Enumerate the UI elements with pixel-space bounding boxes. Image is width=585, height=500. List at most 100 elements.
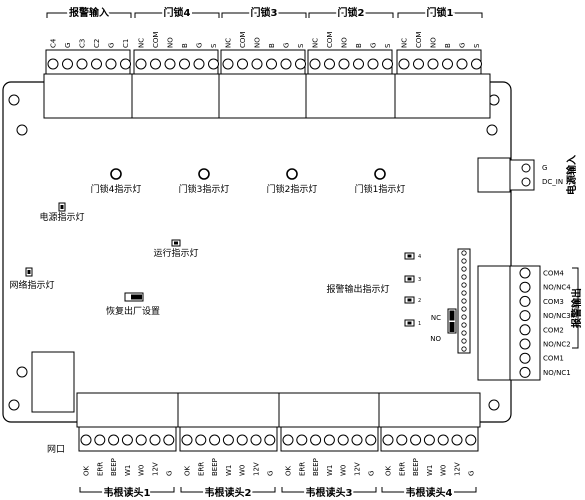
terminal-pin-label: G xyxy=(64,43,72,48)
terminal-screw xyxy=(398,58,410,70)
terminal-pin-label: COM xyxy=(239,32,247,48)
terminal-screw xyxy=(382,434,394,446)
terminal-pin-label: G xyxy=(370,43,378,48)
alarm-led-number: 3 xyxy=(418,277,421,283)
terminal-pin-label: 12V xyxy=(454,462,462,476)
group-bracket xyxy=(180,487,276,493)
terminal-screw xyxy=(250,434,262,446)
terminal-pin-label: W0 xyxy=(138,465,146,476)
alarm-output-pin-label: NO/NC2 xyxy=(543,341,571,349)
terminal-pin-label: ERR xyxy=(298,462,306,476)
terminal-pin-label: G xyxy=(266,471,274,476)
terminal-pin-label: S xyxy=(210,43,218,48)
network-port-label: 网口 xyxy=(47,444,65,455)
mount-hole xyxy=(16,366,28,378)
power-led-label: 电源指示灯 xyxy=(39,211,84,223)
terminal-pin-label: G xyxy=(467,471,475,476)
power-input-connector: G DC_IN 电源输入 xyxy=(477,155,578,195)
terminal-pin-label: BEEP xyxy=(312,458,320,476)
terminal-pin-label: COM xyxy=(152,32,160,48)
alarm-output-connector: COM4NO/NC4COM3NO/NC3COM2NO/NC2COM1NO/NC1… xyxy=(477,265,583,381)
header-pin xyxy=(461,346,467,352)
terminal-screw xyxy=(423,434,435,446)
header-pin xyxy=(461,258,467,264)
terminal-pin-label: W1 xyxy=(225,465,233,476)
terminal-pin-label: B xyxy=(181,43,189,48)
top-group-title: 门锁1 xyxy=(427,6,454,19)
terminal-pin-label: G xyxy=(459,43,467,48)
header-pin xyxy=(461,266,467,272)
terminal-pin-label: B xyxy=(355,43,363,48)
terminal-pin-label: G xyxy=(196,43,204,48)
terminal-screw xyxy=(150,58,161,70)
terminal-pin-label: 12V xyxy=(354,462,362,476)
terminal-pin-label: OK xyxy=(83,465,91,476)
door-led-label: 门锁1指示灯 xyxy=(355,183,406,195)
terminal-screw xyxy=(309,58,321,70)
terminal-screw xyxy=(456,58,468,70)
terminal-pin-label: B xyxy=(444,43,452,48)
nc-no-jumper-block: NC NO xyxy=(430,248,471,354)
terminal-screw xyxy=(367,58,379,70)
terminal-pin-label: NO xyxy=(167,37,175,48)
door-led xyxy=(286,168,298,180)
group-bracket xyxy=(221,12,307,18)
terminal-pin-label: COM xyxy=(415,32,423,48)
mount-hole xyxy=(8,94,20,106)
terminal-pin-label: NC xyxy=(138,38,146,48)
terminal-pin-label: OK xyxy=(385,465,393,476)
terminal-screw xyxy=(80,434,92,446)
terminal-screw xyxy=(519,338,531,350)
alarm-output-pin-label: COM3 xyxy=(543,298,564,306)
top-group-title: 门锁2 xyxy=(338,6,365,19)
terminal-pin-label: S xyxy=(473,43,481,48)
terminal-screw xyxy=(519,352,531,364)
terminal-screw xyxy=(337,434,349,446)
terminal-screw xyxy=(519,324,531,336)
terminal-pin-label: BEEP xyxy=(110,458,118,476)
alarm-led-number: 1 xyxy=(418,321,421,327)
group-bracket xyxy=(46,12,132,18)
terminal-pin-label: G xyxy=(108,43,116,48)
terminal-pin-label: OK xyxy=(285,465,293,476)
terminal-screw xyxy=(209,434,221,446)
door-led xyxy=(110,168,122,180)
terminal-pin-label: W0 xyxy=(340,465,348,476)
group-bracket xyxy=(381,487,477,493)
terminal-screw xyxy=(410,434,422,446)
terminal-pin-label: NC xyxy=(312,38,320,48)
terminal-screw xyxy=(121,434,133,446)
terminal-screw xyxy=(396,434,408,446)
terminal-block xyxy=(220,49,306,75)
top-group-title: 门锁3 xyxy=(251,6,278,19)
terminal-screw xyxy=(338,58,350,70)
terminal-screw xyxy=(295,58,306,70)
jumper-nc-label: NC xyxy=(431,314,441,322)
header-pin xyxy=(461,306,467,312)
terminal-block xyxy=(45,49,131,75)
terminal-screw xyxy=(465,434,477,446)
header-pin xyxy=(461,314,467,320)
alarm-output-pin-label: NO/NC1 xyxy=(543,369,571,377)
header-pin xyxy=(461,298,467,304)
terminal-pin-label: NC xyxy=(401,38,409,48)
terminal-pin-label: COM xyxy=(326,32,334,48)
terminal-pin-label: S xyxy=(297,43,305,48)
factory-reset-label: 恢复出厂设置 xyxy=(106,305,160,317)
terminal-screw xyxy=(413,58,424,70)
alarm-led-core xyxy=(407,254,412,258)
group-bracket xyxy=(281,487,377,493)
alarm-output-pin-label: NO/NC4 xyxy=(543,284,571,292)
header-pin xyxy=(461,338,467,344)
terminal-screw xyxy=(163,434,175,446)
terminal-pin-label: 12V xyxy=(152,462,160,476)
bottom-group-title: 韦根读头4 xyxy=(406,486,453,499)
terminal-pin-label: S xyxy=(384,43,392,48)
header-pin xyxy=(461,282,467,288)
terminal-screw xyxy=(237,58,248,70)
